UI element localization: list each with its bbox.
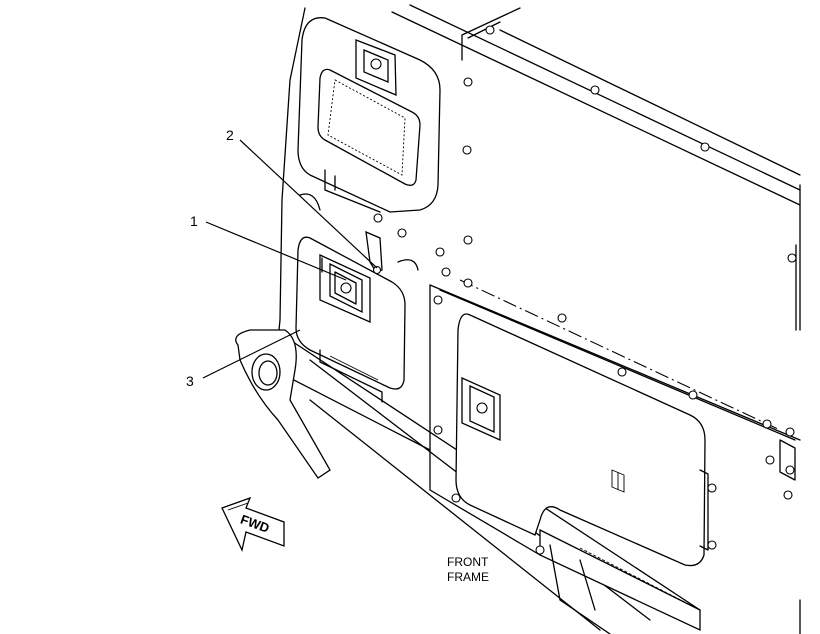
lift-arm-bracket	[235, 329, 331, 479]
frame-label-line1: FRONT	[447, 555, 489, 569]
frame-body	[277, 4, 801, 634]
callout-leader-2	[239, 139, 378, 269]
callout-label-1: 1	[190, 213, 198, 229]
lower-left-access-panel	[295, 193, 419, 403]
callout-leader-3	[202, 329, 301, 379]
bolts	[373, 25, 797, 555]
callout-leader-1	[205, 221, 347, 281]
frame-label-line2: FRAME	[447, 570, 489, 584]
fwd-direction-arrow: FWD	[221, 496, 285, 552]
upper-access-panel	[297, 17, 441, 213]
callout-label-3: 3	[186, 373, 194, 389]
large-side-panel	[429, 279, 801, 567]
callout-label-2: 2	[226, 127, 234, 143]
